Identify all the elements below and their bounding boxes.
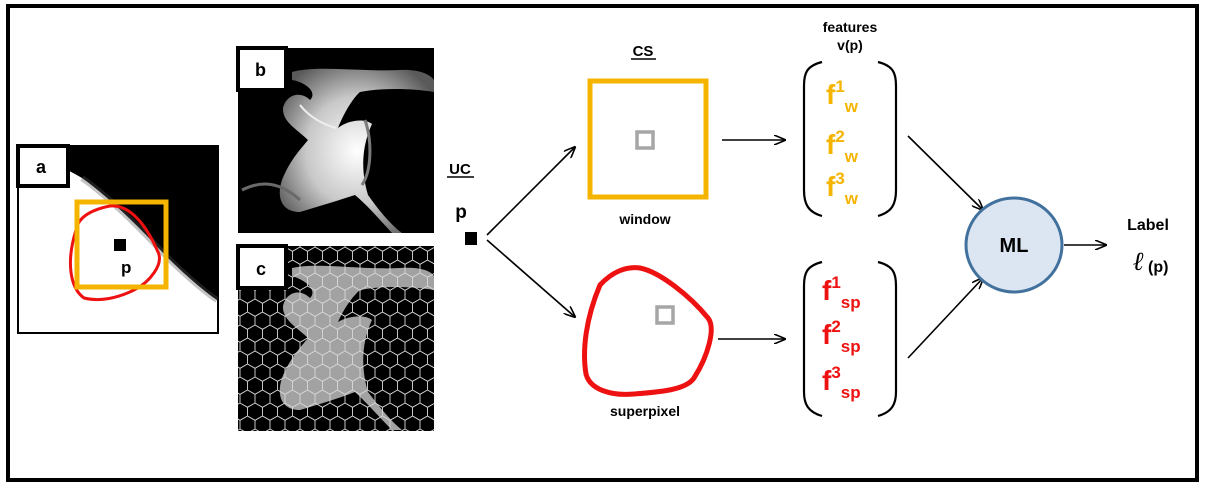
ml-label: ML <box>1000 235 1029 257</box>
superpixel-feature-2: f2sp <box>822 317 861 356</box>
window-feature-right-bracket <box>877 60 898 218</box>
superpixel-feature-3: f3sp <box>822 363 861 402</box>
window-feature-left-bracket <box>802 60 823 218</box>
panel-c-label-box <box>236 244 288 290</box>
window-caption: window <box>618 211 670 227</box>
panel-b-label: b <box>255 60 266 80</box>
window-feature-3: f3w <box>826 169 859 208</box>
features-title: features <box>823 19 878 35</box>
arrow-uc-to-superpixel <box>486 239 575 317</box>
figure-border <box>6 4 1199 482</box>
panel-a-point-label: p <box>121 258 131 277</box>
uc-pixel-marker <box>465 232 477 245</box>
panel-c-cell-overlay <box>279 265 434 430</box>
superpixel-outline <box>582 265 714 397</box>
output-title: Label <box>1127 217 1169 234</box>
panel-a-label: a <box>36 157 47 177</box>
output-label-block: Label ℓ (p) <box>1127 217 1169 277</box>
panel-a-window <box>74 199 169 290</box>
uc-block: UC p <box>447 161 477 245</box>
ml-classifier: ML <box>964 196 1064 294</box>
window-feature-2: f2w <box>826 127 859 166</box>
panel-a-dark-region <box>30 147 217 300</box>
window-square <box>587 78 709 200</box>
cs-heading: CS <box>633 43 654 60</box>
superpixel-feature-1: f1sp <box>822 273 861 312</box>
panel-b-cell-image <box>241 68 434 233</box>
uc-heading: UC <box>449 161 471 178</box>
window-center-pixel <box>635 130 655 150</box>
ml-node <box>964 196 1064 294</box>
uc-point-label: p <box>455 202 467 223</box>
panel-b-label-box <box>236 46 288 92</box>
panel-a-superpixel-outline <box>69 204 161 302</box>
output-argument: (p) <box>1148 259 1168 276</box>
superpixel-feature-left-bracket <box>802 260 823 418</box>
superpixel-caption: superpixel <box>610 403 680 419</box>
output-symbol: ℓ <box>1133 247 1144 277</box>
panel-c: c <box>236 244 434 431</box>
window-feature-1: f1w <box>826 77 859 116</box>
panel-a-pixel-marker <box>114 239 126 251</box>
features-vector-label: v(p) <box>837 37 863 53</box>
superpixel-center-pixel <box>655 305 675 325</box>
cs-block: CS window superpixel <box>582 43 714 419</box>
arrow-uc-to-window <box>486 147 575 236</box>
panel-a: p a <box>16 144 219 334</box>
superpixel-feature-right-bracket <box>877 260 898 418</box>
arrow-window-features-to-ml <box>907 135 983 210</box>
panel-b: b <box>236 46 434 233</box>
panel-a-label-box <box>16 144 70 188</box>
panel-c-label: c <box>256 259 266 279</box>
features-block: features v(p) f1w f2w f3w f1sp f2sp f3sp <box>802 19 898 418</box>
arrow-superpixel-features-to-ml <box>907 278 983 359</box>
